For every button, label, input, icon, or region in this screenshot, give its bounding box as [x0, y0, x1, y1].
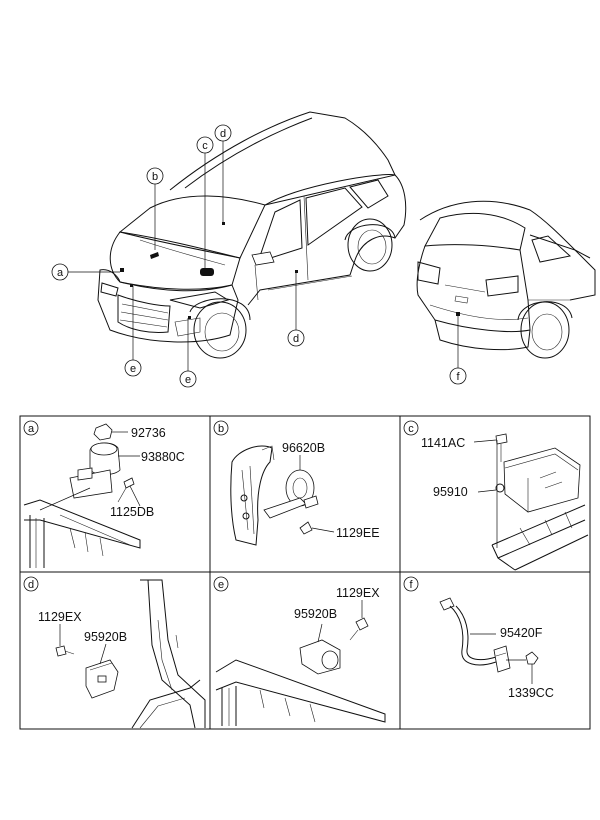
part-96620B: 96620B: [282, 441, 325, 455]
panel-f: f 95420F 1339CC: [403, 576, 554, 700]
part-95420F: 95420F: [500, 626, 543, 640]
panel-f-tag-label: f: [409, 579, 413, 591]
callout-d-bottom-label: d: [293, 333, 299, 345]
panel-c-tag: [403, 420, 419, 436]
part-1129EX-e: 1129EX: [336, 586, 380, 600]
callout-c-label: c: [202, 140, 208, 152]
panel-e-tag-label: e: [218, 579, 224, 591]
callout-e-right-label: e: [185, 374, 191, 386]
callout-f: [449, 367, 467, 385]
panel-d-tag: [23, 576, 39, 592]
panel-e-tag: [213, 576, 229, 592]
part-1129EE: 1129EE: [336, 526, 380, 540]
panel-c-tag-label: c: [408, 423, 414, 435]
part-1125DB: 1125DB: [110, 505, 154, 519]
part-95920B-e: 95920B: [294, 607, 337, 621]
callout-e-left: [124, 359, 142, 377]
callout-d-bottom: [287, 329, 305, 347]
suv-front-view: [97, 111, 407, 359]
part-1141AC: 1141AC: [421, 436, 465, 450]
overview-callouts: a b c d d e e f: [51, 124, 467, 388]
panel-b-tag-label: b: [218, 423, 224, 435]
panel-b-tag: [213, 420, 229, 436]
callout-e-left-label: e: [130, 363, 136, 375]
part-95920B-d: 95920B: [84, 630, 127, 644]
panel-a-tag-label: a: [28, 423, 35, 435]
callout-d-top: [214, 124, 232, 142]
callout-a-label: a: [57, 267, 64, 279]
panel-e: e 1129EX 95920B: [213, 576, 386, 726]
callout-f-label: f: [456, 371, 460, 383]
callout-c: [196, 136, 214, 154]
callout-a: [51, 263, 69, 281]
panel-b: b 96620B 1129EE: [213, 420, 380, 546]
part-1339CC: 1339CC: [508, 686, 554, 700]
panel-a-tag: [23, 420, 39, 436]
part-1129EX-d: 1129EX: [38, 610, 82, 624]
part-92736: 92736: [131, 426, 166, 440]
panel-d: d 1129EX 95920B: [23, 576, 206, 729]
callout-b-label: b: [152, 171, 158, 183]
panel-d-tag-label: d: [28, 579, 34, 591]
part-95910: 95910: [433, 485, 468, 499]
part-93880C: 93880C: [141, 450, 185, 464]
panel-f-tag: [403, 576, 419, 592]
callout-e-right: [179, 370, 197, 388]
panel-a: a 92736 93880C 1125DB: [23, 420, 185, 568]
panel-c: c 1141AC 95910: [403, 420, 589, 571]
suv-rear-view: [416, 200, 596, 359]
callout-d-top-label: d: [220, 128, 226, 140]
callout-b: [146, 167, 164, 185]
